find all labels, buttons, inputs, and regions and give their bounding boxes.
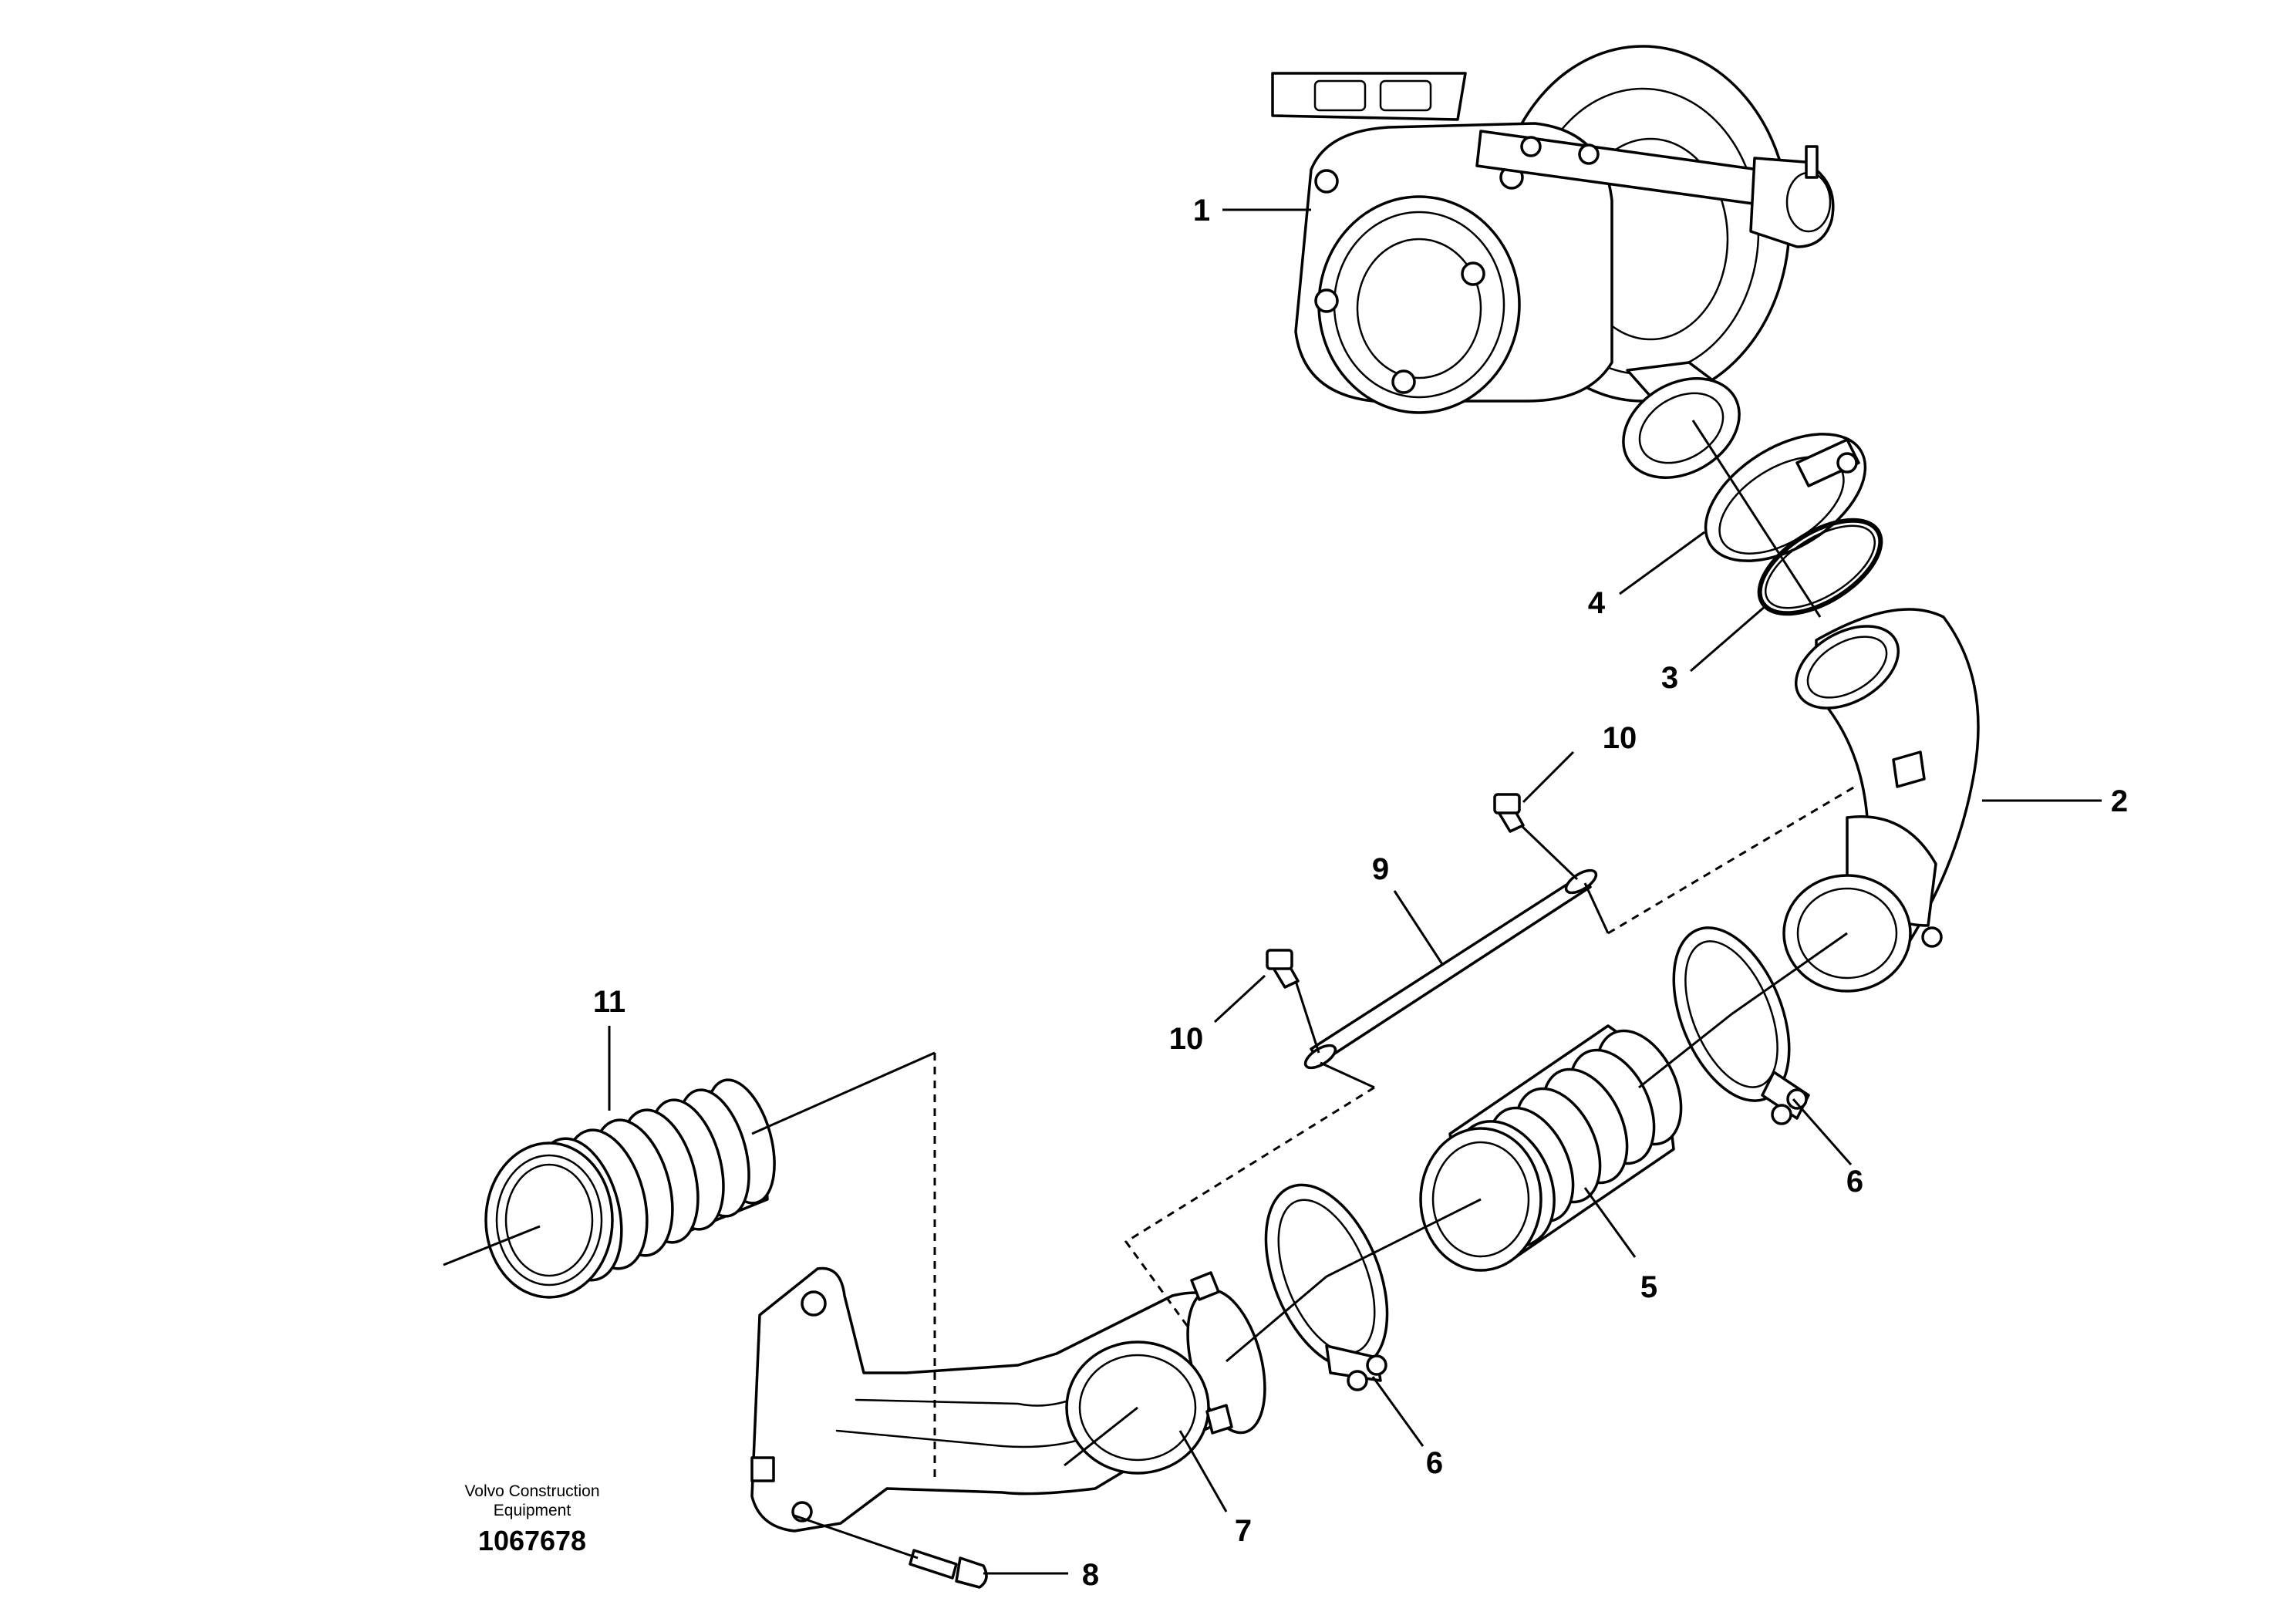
callout-10-lower: 10 [1169,1022,1204,1056]
callout-9: 9 [1372,852,1389,886]
assembly-axis-lines [443,420,1848,1560]
intake-pipe-part-7 [750,1266,1266,1533]
callout-10-upper: 10 [1603,721,1637,755]
brand-line-1: Volvo Construction [464,1482,599,1500]
bellows-hose-part-5 [1419,1024,1683,1272]
bolt-part-8 [909,1549,988,1589]
callout-8: 8 [1082,1558,1099,1592]
o-ring-part-3 [1757,518,1883,616]
turbocharger-part [1271,45,1835,414]
support-bracket-part-9 [1303,868,1598,1070]
bolt-part-10-upper [1493,793,1525,833]
callout-4: 4 [1588,586,1606,620]
callout-labels: 1 2 3 4 5 6 6 7 8 9 10 10 11 [593,194,2128,1592]
drawing-footer: Volvo Construction Equipment 1067678 [464,1482,599,1556]
hose-clamp-part-6-lower [1264,1183,1389,1391]
callout-7: 7 [1235,1514,1252,1548]
elbow-pipe-part-2 [1782,608,1980,993]
callout-leaders [608,208,2102,1575]
callout-3: 3 [1661,661,1678,695]
v-band-clamp-part-4 [1704,433,1867,562]
callout-1: 1 [1193,194,1210,228]
callout-6-lower: 6 [1426,1446,1443,1480]
outlet-gasket-part [1622,377,1741,479]
bellows-hose-part-11 [484,1078,776,1299]
document-number: 1067678 [478,1525,586,1556]
dashed-alignment-lines [933,785,1856,1481]
callout-11: 11 [593,985,625,1019]
callout-2: 2 [2111,784,2128,818]
brand-line-2: Equipment [494,1502,571,1519]
callout-5: 5 [1640,1270,1657,1304]
callout-6-upper: 6 [1846,1165,1863,1199]
bolt-part-10-lower [1266,949,1300,989]
